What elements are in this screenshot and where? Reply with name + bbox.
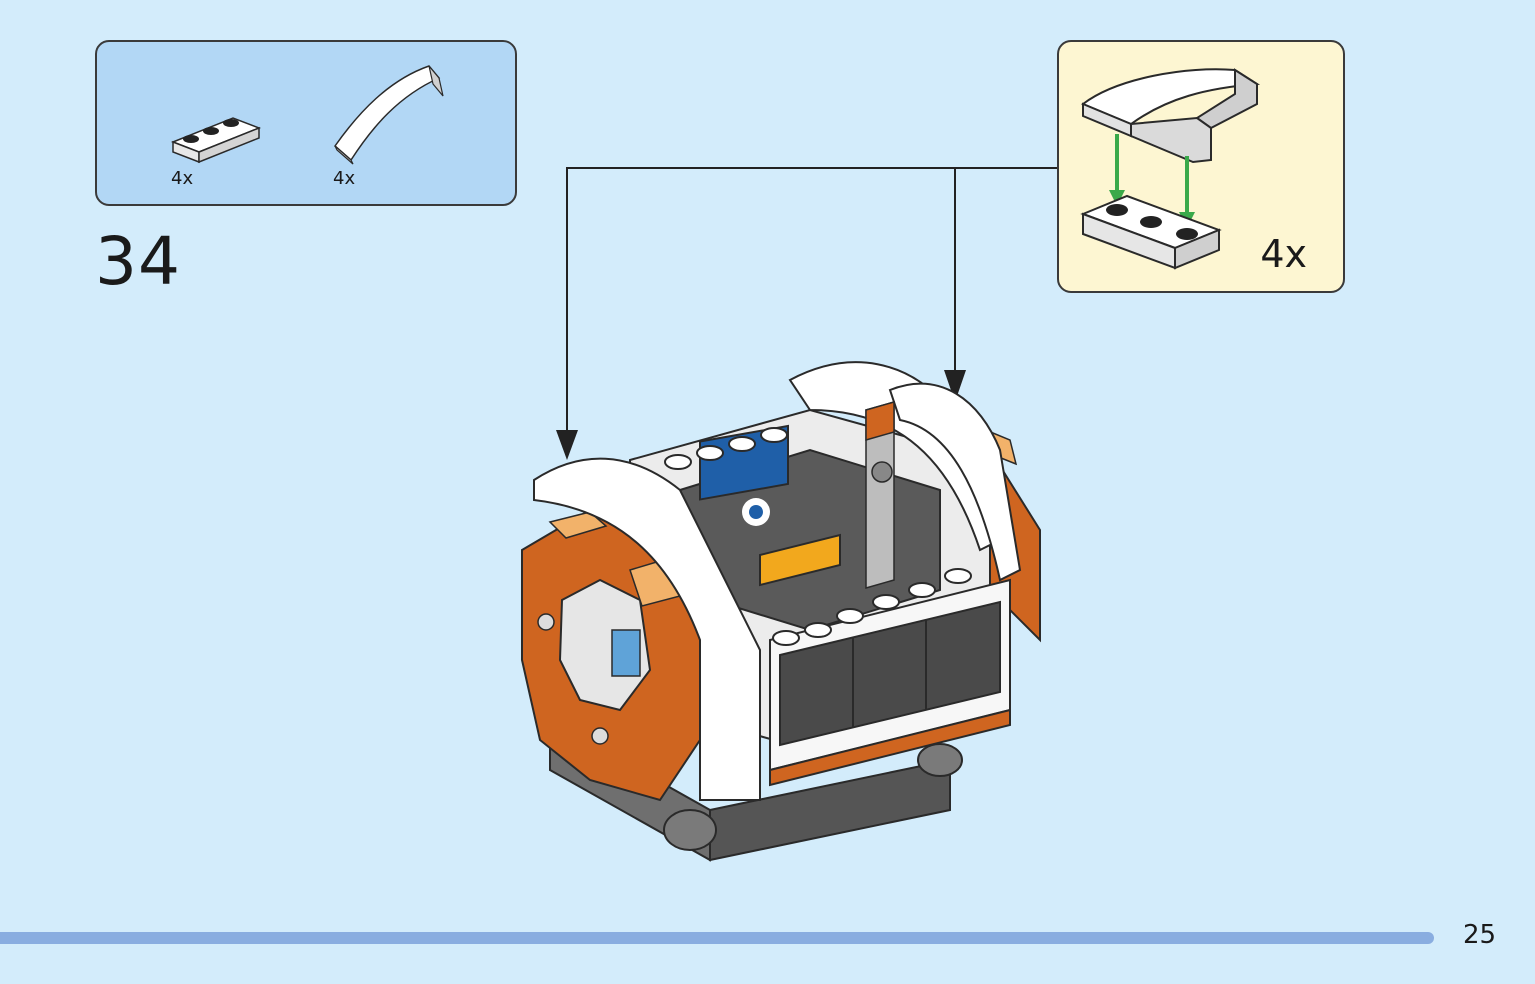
step-number: 34 — [95, 223, 181, 300]
curved-slope-icon — [333, 65, 444, 165]
plate-1x3-icon — [170, 117, 262, 164]
page-progress-bar — [0, 932, 1434, 944]
subassembly-illustration — [1080, 68, 1261, 270]
page-number: 25 — [1463, 920, 1497, 950]
part-count-plate: 4x — [171, 168, 194, 189]
right-arch-front — [888, 382, 1022, 582]
subassembly-callout: 4x — [1057, 40, 1345, 293]
part-count-slope: 4x — [333, 168, 356, 189]
left-arch — [533, 457, 761, 801]
screen-tile — [699, 424, 789, 501]
model-illustration — [521, 361, 1041, 862]
subassembly-count: 4x — [1260, 232, 1307, 276]
parts-list-box: 4x 4x — [95, 40, 517, 206]
